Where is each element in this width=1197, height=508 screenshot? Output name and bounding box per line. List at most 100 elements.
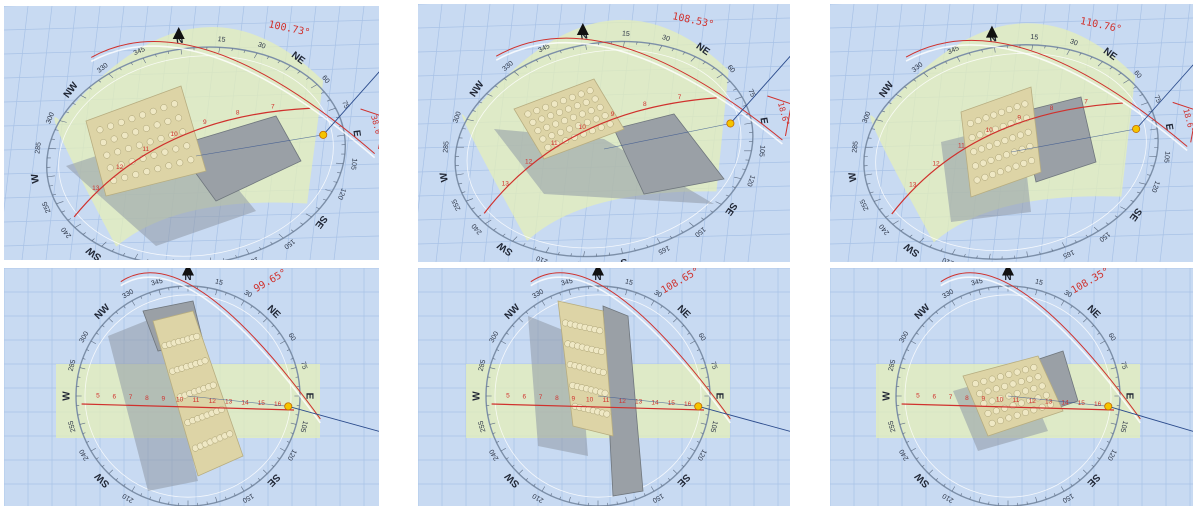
compass-tick [1083, 318, 1088, 323]
building-unit [183, 142, 191, 150]
azimuth-arc-outline [940, 276, 1142, 424]
compass-tick [963, 253, 966, 257]
compass-tick [981, 49, 983, 53]
compass-tick [910, 447, 917, 452]
building-unit [110, 135, 118, 143]
compass-tick [541, 300, 546, 306]
compass-dir-w: W [847, 171, 859, 183]
compass-tick [1061, 242, 1066, 248]
compass-tick-marks [896, 286, 1120, 506]
compass-tick [687, 332, 690, 335]
building-unit [187, 156, 195, 164]
compass-tick [285, 65, 291, 71]
azimuth-arc-outline [90, 45, 376, 159]
compass-tick [956, 56, 961, 62]
compass-tick [744, 122, 752, 125]
hour-label: 12 [932, 161, 940, 168]
azimuth-arc-outline [530, 276, 732, 424]
compass-tick [960, 296, 963, 299]
building-unit [569, 113, 577, 121]
azimuth-arc [91, 41, 375, 154]
compass-tick [257, 477, 261, 481]
hour-label: 13 [225, 399, 233, 406]
compass-degree-label: 105 [757, 145, 765, 157]
compass-tick [222, 258, 225, 260]
compass-tick [671, 48, 674, 52]
compass-tick [279, 340, 286, 345]
compass-degree-label: 120 [1105, 448, 1117, 462]
compass-tick [123, 483, 126, 487]
compass-dir-e: E [350, 129, 362, 137]
compass-tick [1099, 447, 1106, 452]
compass-ring-inner [466, 49, 742, 249]
compass-tick [101, 241, 107, 247]
compass-tick [681, 464, 684, 467]
hour-label: 8 [1050, 105, 1054, 112]
elevation-label: 18.6° [1181, 108, 1193, 134]
compass-tick [702, 61, 706, 65]
compass-tick [733, 88, 737, 91]
compass-tick [623, 41, 625, 47]
grid-line [4, 19, 379, 31]
compass-tick-marks [486, 286, 710, 506]
compass-dir-n: N [1004, 272, 1011, 283]
compass-tick [916, 457, 919, 460]
compass-tick [1066, 49, 1070, 56]
compass-ring-inner [904, 294, 1112, 498]
hour-label: 11 [142, 146, 149, 153]
compass-tick [910, 340, 917, 345]
building-unit [566, 125, 574, 133]
building-unit [583, 118, 591, 126]
building-unit [1034, 373, 1042, 381]
compass-tick [916, 332, 919, 335]
hour-label: 13 [635, 399, 643, 406]
panel-bottom-right: 1530607510512015016519521024025528530033… [830, 268, 1193, 506]
compass-tick [277, 332, 280, 335]
compass-dir-e: E [1123, 393, 1134, 400]
building-unit [970, 148, 978, 156]
compass-degree-label: 255 [41, 200, 52, 214]
compass-degree-label: 345 [947, 45, 961, 56]
compass-tick [149, 496, 151, 500]
compass-tick [72, 102, 76, 105]
building-unit [603, 410, 611, 418]
building-unit [981, 173, 989, 181]
sun-ray-inner [1010, 128, 1137, 153]
compass-degree-label: 30 [243, 289, 253, 299]
compass-tick [1110, 367, 1117, 370]
building-unit [534, 127, 542, 135]
compass-tick [650, 486, 655, 492]
compass-tick [271, 325, 274, 328]
compass-tick [134, 253, 139, 260]
hour-label: 7 [539, 394, 543, 401]
compass-tick [541, 486, 546, 492]
building-unit [1038, 403, 1046, 411]
building-unit [1022, 366, 1029, 374]
compass-tick [147, 258, 149, 260]
building-unit [542, 103, 550, 111]
compass-tick [504, 78, 507, 81]
compass-tick [277, 457, 280, 460]
compass-tick [928, 318, 933, 323]
compass-tick [902, 358, 906, 360]
compass-tick [243, 50, 246, 54]
building-unit [1001, 382, 1009, 390]
north-arrow-icon [592, 268, 604, 276]
compass-tick [337, 134, 345, 137]
sun-icon [694, 402, 703, 411]
compass-degree-label: 105 [349, 158, 357, 171]
building-unit [984, 387, 992, 395]
compass-tick [635, 292, 637, 296]
building-unit [1028, 157, 1036, 165]
building-unit [132, 171, 140, 179]
compass-tick [525, 477, 529, 481]
sun-ray [1135, 64, 1193, 130]
compass-tick [922, 464, 925, 467]
building-unit [556, 108, 564, 116]
compass-tick-marks [76, 286, 300, 506]
building-unit [107, 122, 115, 130]
compass-tick [734, 176, 742, 179]
compass-tick [909, 234, 913, 238]
building-unit [574, 122, 582, 130]
building-unit [135, 141, 143, 149]
